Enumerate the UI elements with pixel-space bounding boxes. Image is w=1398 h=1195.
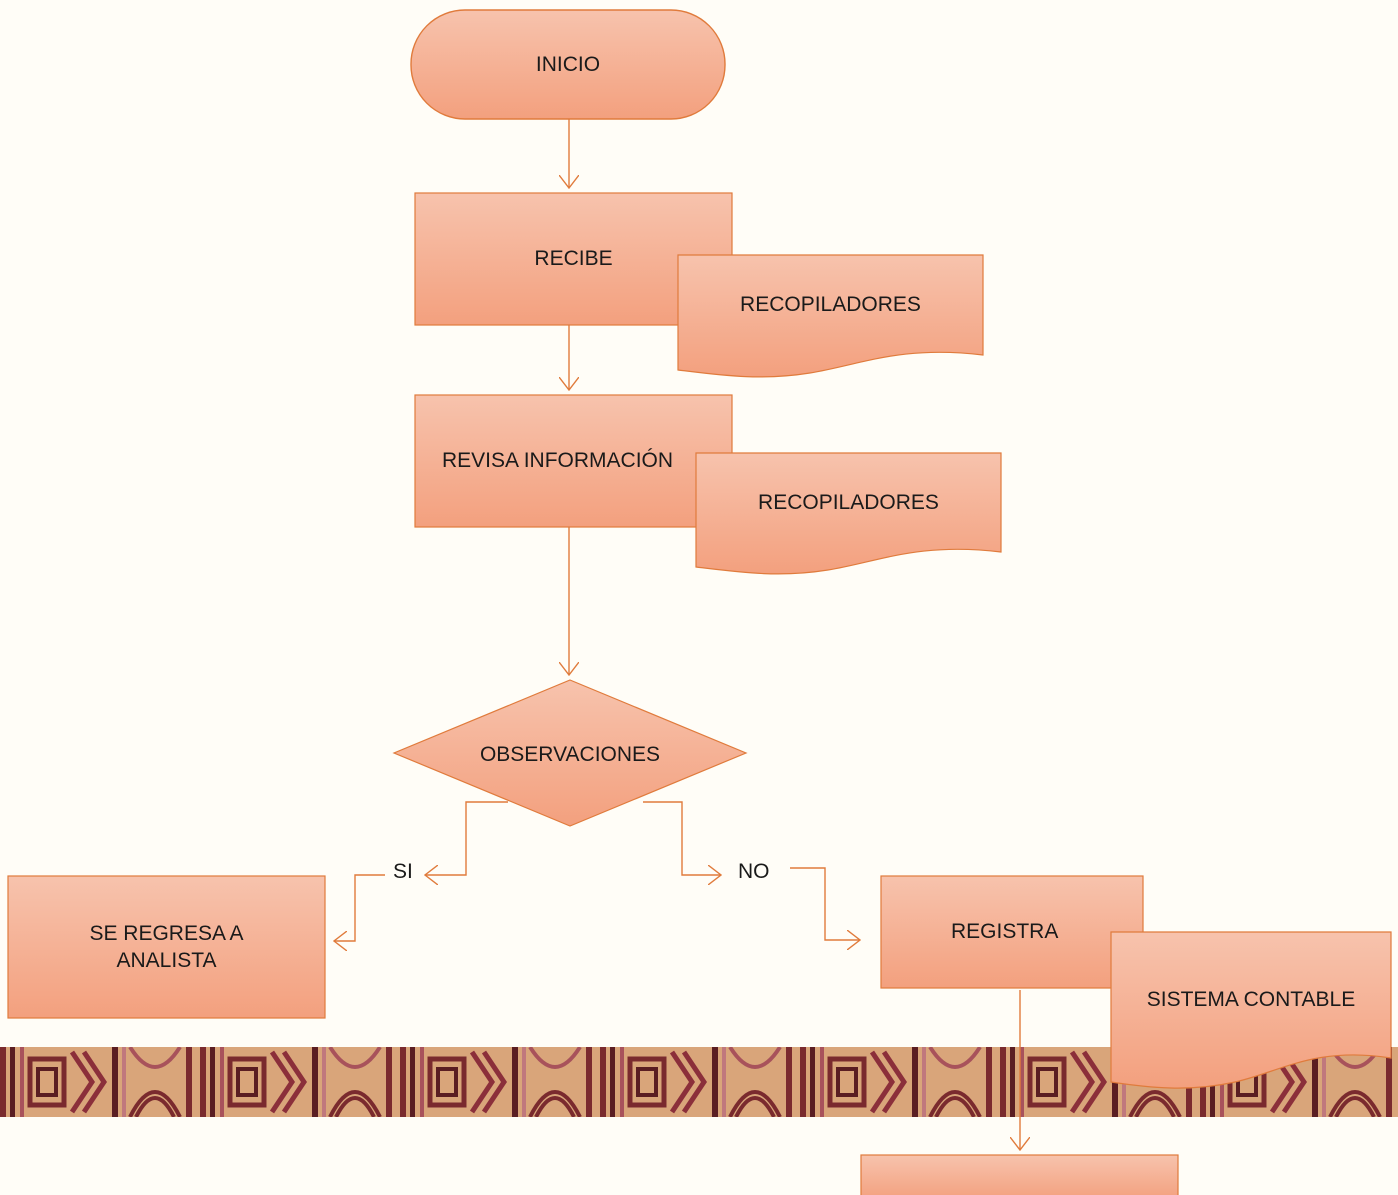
inicio-terminator [410,9,726,120]
edge-observaciones-no [643,801,721,875]
edge-observaciones-si [425,801,508,875]
edge-no-registra [790,867,860,940]
inicio-label: INICIO [535,52,601,76]
final-box-label [861,1155,1178,1195]
final-process [860,1154,1179,1195]
recopiladores-label-1: RECOPILADORES [740,293,921,317]
observaciones-decision [392,679,748,827]
se-regresa-process [7,875,326,1019]
se-regresa-label: SE REGRESA A ANALISTA [89,921,244,972]
edge-si-regresa [334,874,385,941]
no-edge-label: NO [738,860,770,883]
recopiladores-document-1 [677,254,984,378]
connectors [334,119,1020,1150]
sistema-contable-document [1110,931,1392,1089]
si-edge-label: SI [393,860,413,883]
registra-label: REGISTRA [951,920,1059,944]
sistema-contable-label: SISTEMA CONTABLE [1146,988,1356,1012]
recopiladores-document-2 [695,452,1002,575]
recibe-label: RECIBE [534,247,613,271]
recopiladores-label-2: RECOPILADORES [758,491,939,515]
revisa-label: REVISA INFORMACIÓN [442,449,674,473]
observaciones-label: OBSERVACIONES [479,743,661,767]
